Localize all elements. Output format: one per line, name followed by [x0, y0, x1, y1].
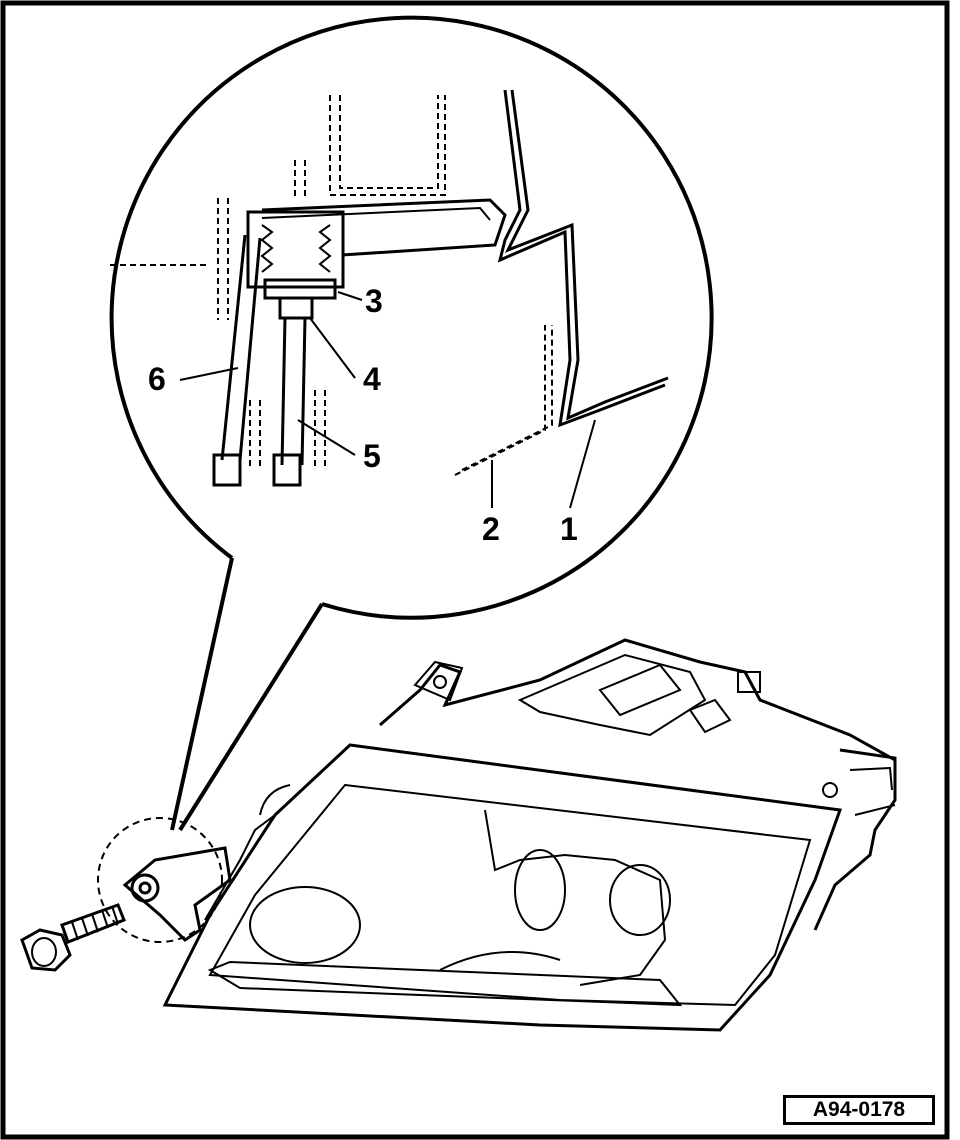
- adjuster-rod: [280, 317, 307, 466]
- bolt-shank: [60, 903, 126, 944]
- reflector: [484, 809, 667, 986]
- mounting-bolt: [20, 903, 126, 972]
- callout-4: 4: [363, 361, 381, 397]
- detail-location-marker: [97, 817, 223, 943]
- bracket-profile: [497, 89, 666, 428]
- callout-5: 5: [363, 438, 381, 474]
- projector-lens: [249, 886, 361, 964]
- housing-top: [379, 638, 896, 762]
- callout-1: 1: [560, 511, 578, 547]
- callout-2: 2: [482, 511, 500, 547]
- callout-3: 3: [365, 283, 383, 319]
- mount-bracket: [122, 846, 232, 942]
- headlight-assembly: [162, 638, 897, 1032]
- bolt-thread: [71, 905, 119, 941]
- headlight-mount: [122, 846, 232, 942]
- detail-circle: [109, 15, 714, 620]
- lens-bezel-outer: [162, 743, 843, 1032]
- side-lamp-strip: [207, 960, 683, 1007]
- detail-magnifier: [109, 15, 714, 832]
- bolt-head: [20, 928, 72, 972]
- nut: [263, 278, 337, 300]
- callout-6: 6: [148, 361, 166, 397]
- figure-id-label: A94-0178: [783, 1095, 935, 1125]
- leader-lines: [179, 291, 596, 509]
- dashed-structure: [110, 95, 553, 476]
- callout-labels: 3 4 5 6 2 1: [148, 283, 578, 547]
- thread-left: [260, 224, 274, 273]
- housing-right: [813, 748, 897, 931]
- detail-contents: [110, 89, 669, 487]
- lens-inner: [208, 783, 812, 1007]
- detail-pointer-left: [170, 557, 234, 831]
- mount-hole: [130, 873, 160, 903]
- washer: [278, 296, 314, 320]
- bracket-arm: [261, 198, 507, 257]
- thread-right: [318, 224, 332, 273]
- adjuster-housing: [246, 210, 345, 289]
- detail-pointer-right: [178, 602, 324, 832]
- support-rod: [220, 234, 262, 461]
